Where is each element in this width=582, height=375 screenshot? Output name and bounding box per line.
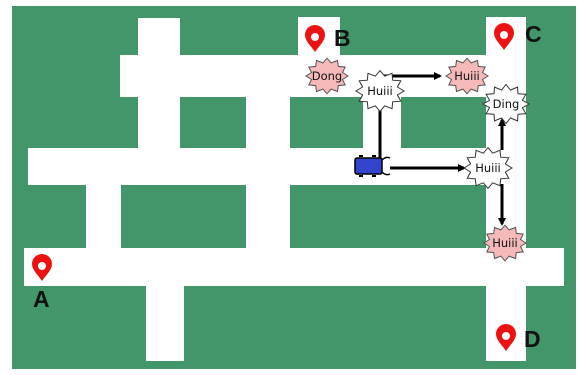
burst-huiii-right: Huiii [463, 146, 513, 190]
road-v3 [146, 286, 184, 361]
burst-label: Huiii [454, 69, 480, 83]
burst-dong: Dong [305, 57, 349, 95]
map-pin-icon [305, 25, 325, 52]
burst-huiii-center: Huiii [355, 69, 405, 113]
road-v1 [138, 18, 180, 148]
burst-label: Huiii [367, 84, 393, 98]
burst-label: Ding [493, 97, 520, 111]
road-v4 [246, 90, 290, 250]
car-icon [354, 155, 391, 177]
label-point-c: C [525, 21, 542, 47]
label-point-a: A [33, 286, 50, 312]
road-bottom [24, 248, 564, 286]
burst-huiii-bottom-right: Huiii [483, 224, 527, 262]
label-point-d: D [524, 326, 541, 352]
burst-huiii-top-right: Huiii [445, 57, 489, 95]
map-pin-icon [494, 23, 514, 50]
burst-label: Huiii [475, 161, 501, 175]
burst-ding: Ding [481, 83, 531, 125]
road-v7 [486, 17, 526, 361]
burst-label: Huiii [492, 236, 518, 250]
label-point-b: B [334, 25, 351, 51]
map-pin-icon [32, 254, 52, 281]
road-v2 [86, 150, 121, 250]
map-pin-icon [496, 324, 516, 351]
burst-label: Dong [312, 69, 342, 83]
